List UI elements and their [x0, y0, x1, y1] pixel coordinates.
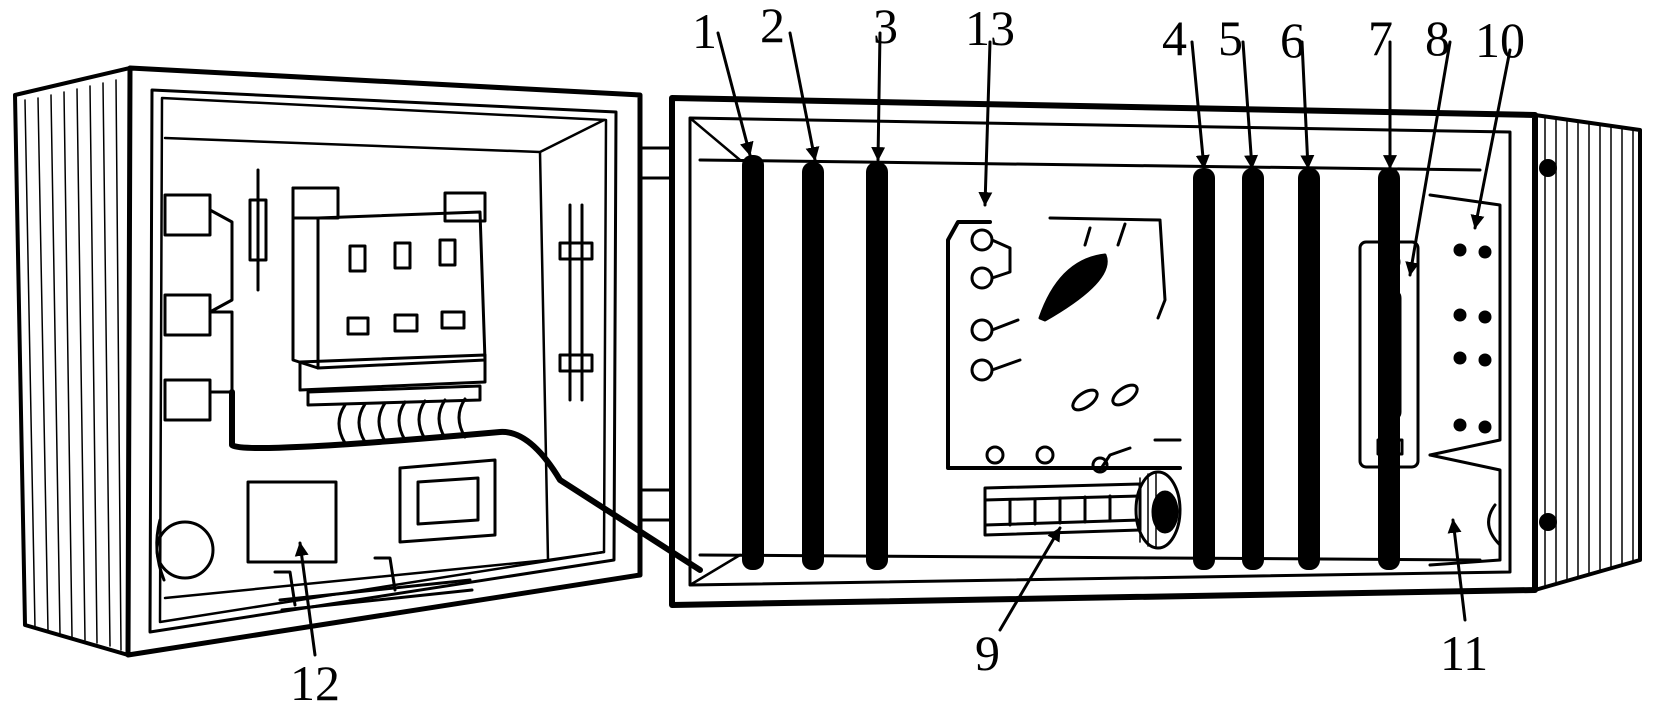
leader-10 — [1470, 48, 1512, 230]
callout-8: 8 — [1425, 10, 1450, 66]
bar-6 — [1298, 168, 1320, 570]
door-hinges — [638, 146, 674, 522]
leader-11 — [1447, 518, 1467, 622]
cabinet-bolt-bottom — [1539, 513, 1557, 531]
leader-3 — [871, 31, 886, 162]
door-side-panel — [13, 66, 132, 657]
door-bottom-components — [155, 458, 497, 612]
callout-2: 2 — [760, 0, 785, 53]
leader-12 — [294, 541, 317, 657]
door-rail — [558, 203, 594, 402]
callout-12: 12 — [290, 655, 340, 701]
door-inner-frame — [148, 88, 618, 634]
fuse — [248, 168, 268, 292]
callout-6: 6 — [1280, 12, 1305, 68]
callout-7: 7 — [1368, 10, 1393, 66]
callout-1: 1 — [692, 3, 717, 59]
leader-8 — [1405, 40, 1452, 277]
leader-9 — [998, 526, 1062, 632]
callout-10: 10 — [1475, 12, 1525, 68]
callout-3: 3 — [873, 0, 898, 54]
open-door — [13, 65, 703, 658]
leader-13 — [978, 40, 993, 207]
main-cabinet — [669, 95, 1642, 608]
leader-4 — [1190, 40, 1210, 170]
leader-5 — [1241, 40, 1259, 170]
unit-12 — [246, 480, 338, 564]
bar-5 — [1242, 168, 1264, 570]
cabinet-frame — [669, 95, 1538, 608]
callout-11: 11 — [1440, 625, 1488, 681]
door-cable — [229, 389, 703, 573]
indicator-8 — [1358, 240, 1420, 469]
side-panel-10 — [1428, 193, 1502, 567]
counter — [983, 470, 1182, 550]
bar-1 — [742, 155, 764, 570]
meter-needle — [1038, 253, 1108, 322]
leader-1 — [716, 31, 754, 157]
leader-6 — [1300, 40, 1315, 170]
leader-lines — [294, 31, 1512, 657]
vertical-bars — [742, 155, 1400, 570]
bar-2 — [802, 162, 824, 570]
door-frame — [125, 65, 643, 658]
cabinet-ribbing — [1544, 117, 1634, 586]
terminal-blocks — [163, 193, 234, 422]
contactor — [291, 186, 487, 407]
cabinet-side-panel — [1533, 113, 1642, 592]
cabinet-bolt-top — [1539, 159, 1557, 177]
leader-2 — [788, 31, 820, 162]
callout-labels: 1 2 3 13 4 5 6 7 8 10 9 11 12 — [290, 0, 1525, 706]
bar-3 — [866, 162, 888, 570]
callout-9: 9 — [975, 625, 1000, 681]
door-ribbing — [24, 79, 122, 651]
bar-4 — [1193, 168, 1215, 570]
callout-4: 4 — [1162, 10, 1187, 66]
cabinet-inner-frame — [688, 116, 1512, 587]
callout-13: 13 — [965, 0, 1015, 56]
instrument-panel — [946, 216, 1182, 474]
callout-5: 5 — [1218, 10, 1243, 66]
